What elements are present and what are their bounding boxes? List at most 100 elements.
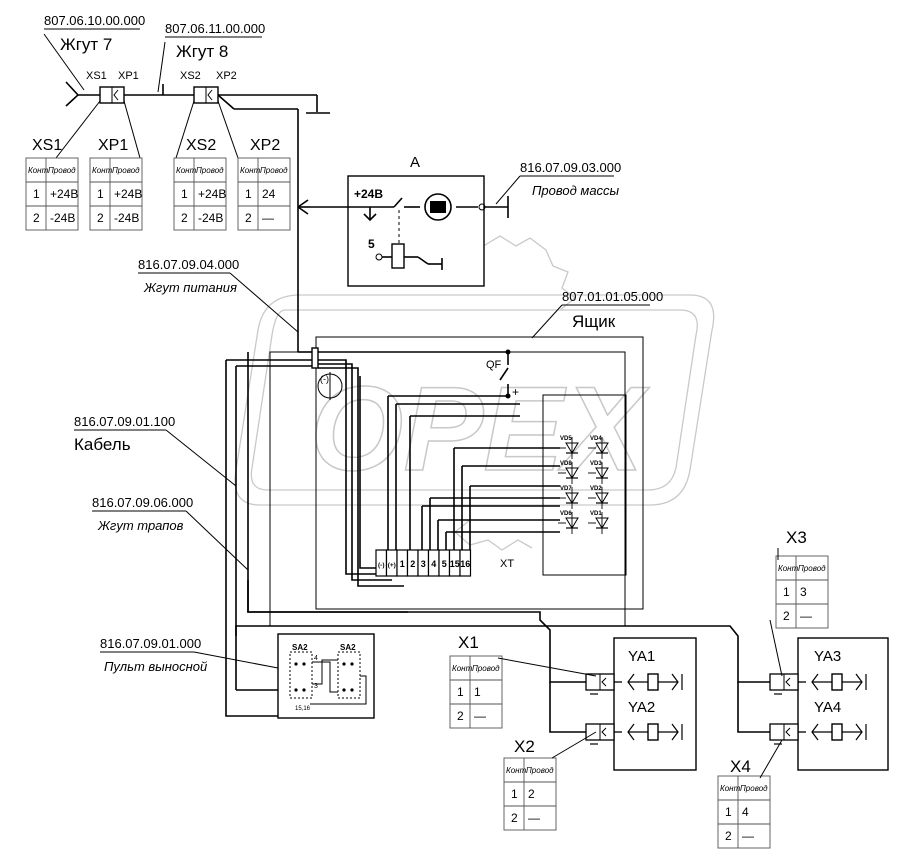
xp1-label: XP1 [118, 70, 139, 82]
table-cell-pin: 2 [511, 811, 518, 825]
sa2-pin3: 3 [314, 683, 318, 690]
watermark-logo: OPEX [234, 235, 715, 551]
sa2-left-label: SA2 [292, 643, 308, 652]
table-header-provod: Провод [472, 664, 500, 673]
massy-leader [495, 175, 521, 205]
trapov-name: Жгут трапов [97, 518, 184, 533]
massy-name: Провод массы [532, 183, 620, 198]
pult-code: 816.07.09.01.000 [100, 636, 201, 651]
svg-text:VD4: VD4 [590, 436, 602, 442]
top-harness-wiring [55, 81, 330, 352]
motor-circuit [297, 193, 509, 270]
yashchik-code: 807.01.01.05.000 [562, 289, 663, 304]
xt-terminal-label: 3 [421, 559, 426, 569]
plus-label: + [512, 385, 519, 399]
xs2-label: XS2 [180, 70, 201, 82]
x2-title: X2 [514, 737, 535, 756]
table-cell-pin: 2 [783, 609, 790, 623]
xt-terminal-label: (-) [378, 562, 385, 569]
yashchik-leader [531, 304, 563, 339]
zhgut8-code: 807.06.11.00.000 [165, 21, 265, 36]
ya2-label: YA2 [628, 699, 655, 716]
table-cell-wire: -24В [114, 211, 139, 225]
table-cell-wire: 1 [474, 685, 481, 699]
ya1-ya2-box [613, 637, 697, 771]
table-cell-wire: — [262, 211, 274, 225]
svg-text:VD3: VD3 [590, 461, 602, 467]
table-cell-pin: 2 [245, 211, 252, 225]
table-header-provod: Провод [798, 564, 826, 573]
valve-connector-2 [585, 723, 683, 745]
svg-text:VD8: VD8 [560, 461, 572, 467]
qf-label: QF [486, 359, 502, 371]
table-header-provod: Провод [196, 166, 224, 175]
sa2-switches [289, 651, 367, 705]
table-xp1-title: XP1 [98, 137, 128, 154]
svg-text:VD6: VD6 [560, 511, 572, 517]
motor-icon [424, 193, 452, 221]
diode-vd5: VD5 [558, 436, 579, 459]
zhgut7-code: 807.06.10.00.000 [44, 13, 145, 28]
diode-vd1: VD1 [588, 511, 609, 534]
x3-title: X3 [786, 528, 807, 547]
xt-terminal-label: 1 [400, 559, 405, 569]
x1-title: X1 [458, 633, 479, 652]
x-table-leaders [497, 548, 783, 779]
pitaniya-code: 816.07.09.04.000 [138, 257, 239, 272]
table-cell-wire: -24В [198, 211, 223, 225]
table-cell-pin: 1 [181, 187, 188, 201]
table-cell-pin: 2 [97, 211, 104, 225]
table-header-provod: Провод [48, 166, 76, 175]
table-header-kont: Конт [92, 166, 113, 175]
yashchik-box [315, 336, 644, 610]
kabel-leader [165, 429, 237, 487]
trapov-leader [185, 510, 249, 571]
pult-name: Пульт выносной [104, 659, 207, 674]
table-xs2-title: XS2 [186, 137, 216, 154]
pitaniya-name: Жгут питания [143, 280, 237, 295]
sa2-code: 15,16 [295, 706, 311, 712]
table-header-kont: Конт [452, 664, 473, 673]
plus24-label: +24В [354, 187, 383, 201]
x4-title: X4 [730, 757, 751, 776]
xt-terminal-label: 16 [460, 559, 470, 569]
table-header-provod: Провод [740, 784, 768, 793]
table-cell-wire: 2 [528, 787, 535, 801]
table-cell-wire: 24 [262, 187, 276, 201]
pin5-label: 5 [368, 237, 375, 251]
valve-connector-4 [769, 723, 867, 745]
diode-vd2: VD2 [588, 486, 609, 509]
xt-terminal-label: 5 [442, 559, 447, 569]
diode-vd7: VD7 [558, 486, 579, 509]
table-xp2-title: XP2 [250, 137, 280, 154]
sa2-right-label: SA2 [340, 643, 356, 652]
table-cell-pin: 1 [245, 187, 252, 201]
relay-coil [391, 243, 405, 269]
table-cell-wire: +24В [198, 187, 226, 201]
table-cell-pin: 2 [725, 829, 732, 843]
table-cell-pin: 1 [457, 685, 464, 699]
table-header-kont: Конт [240, 166, 261, 175]
massy-code: 816.07.09.03.000 [520, 160, 621, 175]
table-cell-pin: 2 [181, 211, 188, 225]
table-cell-pin: 1 [97, 187, 104, 201]
xt-terminal-label: (+) [388, 562, 396, 569]
table-header-kont: Конт [506, 766, 527, 775]
table-xs1-title: XS1 [32, 137, 62, 154]
xt-label: XT [500, 558, 514, 570]
table-header-kont: Конт [720, 784, 741, 793]
xt-terminal [459, 549, 472, 577]
ya3-ya4-box [797, 637, 889, 771]
table-header-kont: Конт [176, 166, 197, 175]
